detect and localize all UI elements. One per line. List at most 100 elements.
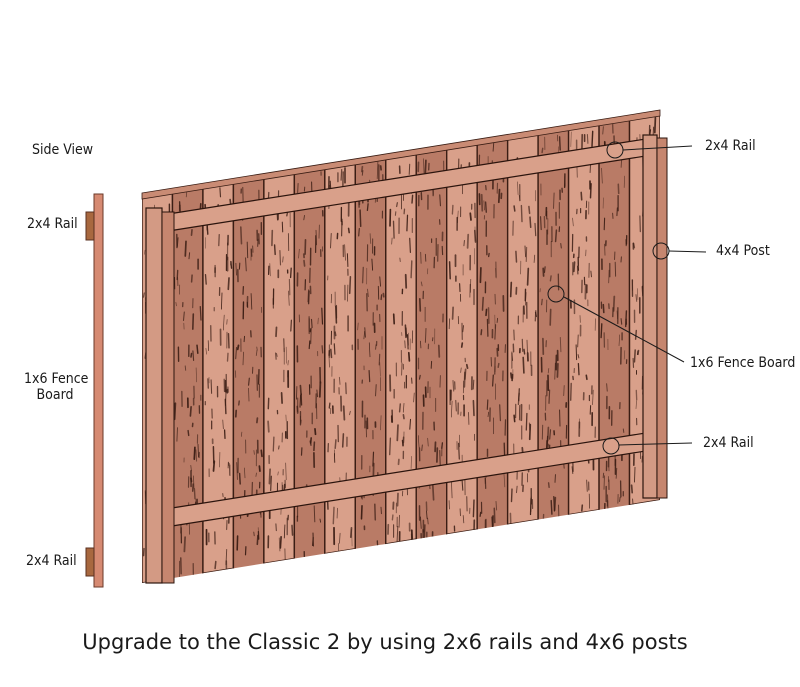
grain-stroke <box>563 385 565 397</box>
grain-stroke <box>427 517 429 525</box>
grain-stroke <box>618 334 621 347</box>
grain-stroke <box>469 212 472 221</box>
grain-stroke <box>279 535 282 549</box>
side-view-top-rail <box>85 211 95 241</box>
grain-stroke <box>257 233 260 245</box>
grain-stroke <box>619 496 621 502</box>
grain-stroke <box>424 159 427 175</box>
grain-stroke <box>256 534 259 546</box>
grain-stroke <box>548 389 551 404</box>
grain-stroke <box>503 473 506 488</box>
grain-stroke <box>396 492 399 507</box>
grain-stroke <box>376 161 379 179</box>
grain-stroke <box>510 488 513 503</box>
grain-stroke <box>290 319 293 332</box>
grain-stroke <box>420 516 422 529</box>
grain-stroke <box>463 371 466 388</box>
grain-stroke <box>481 296 484 311</box>
grain-stroke <box>592 389 594 406</box>
grain-stroke <box>585 374 588 381</box>
grain-stroke <box>486 399 489 410</box>
grain-stroke <box>451 204 454 215</box>
grain-stroke <box>525 246 528 262</box>
grain-stroke <box>278 537 281 552</box>
grain-stroke <box>255 472 257 477</box>
grain-stroke <box>558 136 561 151</box>
grain-stroke <box>634 329 638 340</box>
grain-stroke <box>497 188 501 204</box>
grain-stroke <box>175 302 177 307</box>
grain-stroke <box>190 465 192 472</box>
grain-stroke <box>472 399 475 417</box>
grain-stroke <box>214 560 217 570</box>
grain-stroke <box>309 440 312 446</box>
grain-stroke <box>409 418 412 430</box>
grain-stroke <box>236 462 238 480</box>
grain-stroke <box>235 262 237 276</box>
grain-stroke <box>402 413 405 420</box>
grain-stroke <box>575 344 578 361</box>
grain-stroke <box>495 501 498 511</box>
grain-stroke <box>229 198 232 206</box>
grain-stroke <box>192 475 195 489</box>
grain-stroke <box>368 370 371 383</box>
grain-stroke <box>303 215 305 221</box>
grain-stroke <box>534 311 537 318</box>
grain-stroke <box>192 350 195 361</box>
grain-stroke <box>396 525 399 542</box>
grain-stroke <box>418 374 421 380</box>
grain-stroke <box>190 274 193 283</box>
grain-stroke <box>421 444 423 452</box>
grain-stroke <box>380 415 382 431</box>
grain-stroke <box>195 367 197 383</box>
grain-stroke <box>321 307 324 325</box>
grain-stroke <box>277 471 279 476</box>
grain-stroke <box>379 362 381 377</box>
grain-stroke <box>590 270 592 278</box>
right-post <box>642 134 668 499</box>
grain-stroke <box>206 224 209 235</box>
grain-stroke <box>204 274 207 285</box>
grain-stroke <box>606 383 608 392</box>
grain-stroke <box>455 399 458 412</box>
grain-stroke <box>480 193 484 212</box>
grain-stroke <box>244 467 246 479</box>
grain-stroke <box>543 266 546 273</box>
grain-stroke <box>328 402 331 409</box>
grain-stroke <box>431 484 435 501</box>
grain-stroke <box>312 536 314 547</box>
grain-stroke <box>349 526 353 539</box>
grain-stroke <box>142 292 145 298</box>
grain-stroke <box>572 261 576 273</box>
grain-stroke <box>275 326 278 338</box>
grain-stroke <box>191 313 195 330</box>
grain-stroke <box>374 503 377 521</box>
grain-stroke <box>487 411 489 418</box>
grain-stroke <box>223 314 225 331</box>
grain-stroke <box>190 352 193 358</box>
grain-stroke <box>268 468 271 485</box>
top-rail-label: 2x4 Rail <box>705 138 756 154</box>
grain-stroke <box>632 498 634 508</box>
grain-stroke <box>196 344 199 354</box>
grain-stroke <box>255 349 258 356</box>
grain-stroke <box>622 428 625 433</box>
grain-stroke <box>616 310 618 320</box>
grain-stroke <box>633 349 636 363</box>
grain-stroke <box>411 330 414 344</box>
grain-stroke <box>205 347 207 355</box>
grain-stroke <box>494 324 497 340</box>
grain-stroke <box>238 472 241 485</box>
grain-stroke <box>540 216 542 231</box>
grain-stroke <box>219 187 222 198</box>
grain-stroke <box>577 354 580 359</box>
grain-stroke <box>173 402 177 421</box>
grain-stroke <box>195 449 198 462</box>
grain-stroke <box>248 377 250 386</box>
grain-stroke <box>523 348 526 355</box>
grain-stroke <box>402 403 405 413</box>
grain-stroke <box>600 323 603 339</box>
grain-stroke <box>620 318 623 325</box>
grain-stroke <box>183 536 186 553</box>
grain-stroke <box>313 441 316 452</box>
